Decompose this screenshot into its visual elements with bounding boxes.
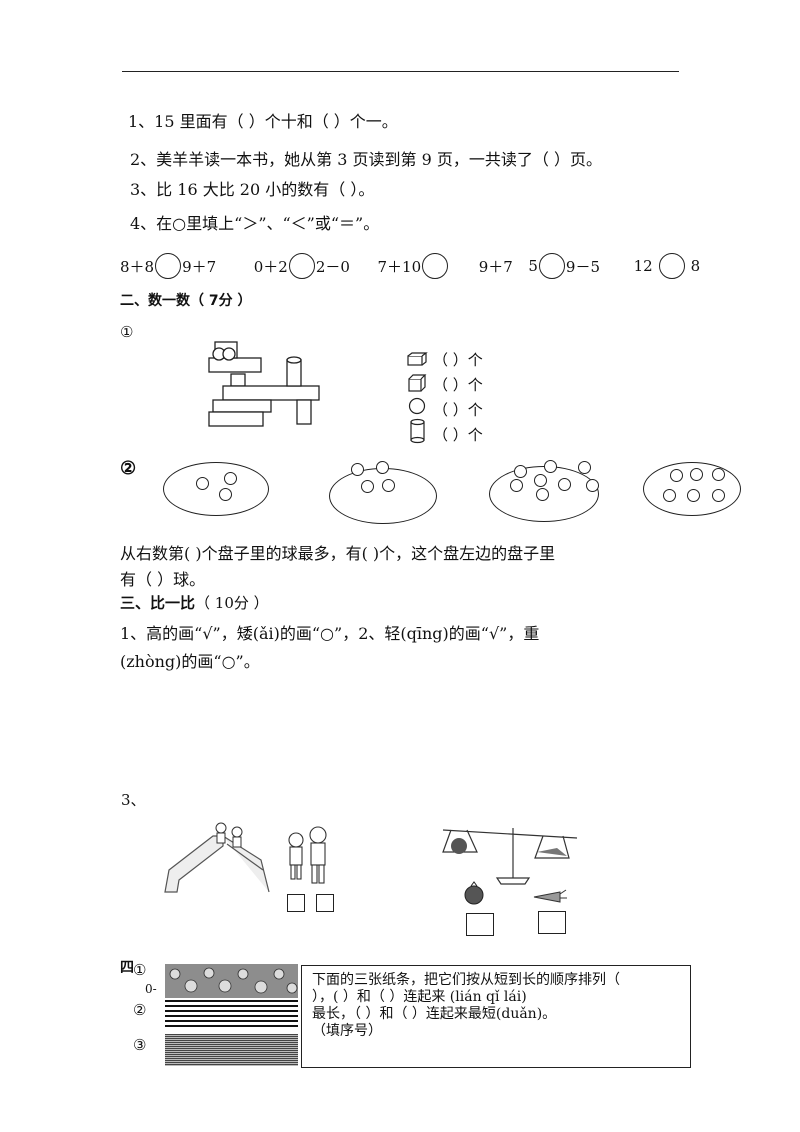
compare-left: 7＋10 [377, 257, 422, 276]
sphere-icon [408, 397, 426, 415]
ball [219, 488, 232, 501]
ball [544, 460, 557, 473]
answer-box[interactable] [316, 894, 334, 912]
section-3-title: 三、比一比 [120, 594, 196, 612]
compare-left: 5 [528, 257, 538, 275]
compare-row: 8＋8 9＋7 0＋2 2－0 7＋10 9＋7 5 9－5 12 8 [120, 253, 700, 279]
question-1: 1、15 里面有（ ）个十和（ ）个一。 [128, 112, 398, 131]
section-4-title: 四 [120, 960, 134, 976]
count-row: （ ）个 [433, 401, 483, 419]
ball [558, 478, 571, 491]
ball [382, 479, 395, 492]
ball [534, 474, 547, 487]
ball [196, 477, 209, 490]
count-row: （ ）个 [433, 426, 483, 444]
cylinder-icon [410, 418, 425, 444]
strip-mark: ③ [133, 1036, 147, 1054]
plate [643, 462, 741, 516]
section-3-heading: 三、比一比（ 10分 ） [120, 592, 269, 613]
strip-question-line-2: ），( ）和（ ）连起来 (lián qǐ lái) [312, 989, 527, 1005]
compare-right: 8 [690, 257, 701, 275]
compare-instruction-line-2: (zhòng)的画“○”。 [120, 652, 260, 671]
cube-icon [408, 374, 427, 392]
strip-question-line-3: 最长，（ ）和（ ）连起来最短(duǎn)。 [312, 1006, 557, 1022]
answer-box[interactable] [538, 911, 566, 934]
question-3: 3、比 16 大比 20 小的数有（ ）。 [130, 180, 375, 199]
count-row: （ ）个 [433, 351, 483, 369]
ball [712, 489, 725, 502]
compare-left: 0＋2 [253, 257, 288, 276]
ball [514, 465, 527, 478]
ball [224, 472, 237, 485]
cuboid-icon [407, 352, 428, 366]
ball [536, 488, 549, 501]
compare-right: 9＋7 [182, 257, 217, 276]
ball [712, 468, 725, 481]
answer-box[interactable] [287, 894, 305, 912]
section-2-title: 二、数一数（ 7分 ） [120, 293, 252, 309]
compare-left: 12 [633, 257, 653, 275]
ball [578, 461, 591, 474]
compare-left: 8＋8 [120, 257, 155, 276]
figure-mark-1: ① [120, 323, 134, 341]
plate-question-line-2: 有（ ）球。 [120, 570, 206, 589]
compare-circle[interactable] [288, 253, 315, 279]
compare-circle[interactable] [422, 253, 449, 279]
strip-mark: ① [133, 961, 147, 979]
carrot-icon [533, 889, 567, 903]
ball [670, 469, 683, 482]
paper-strip-dotted [165, 964, 298, 998]
compare-right: 9＋7 [478, 257, 513, 276]
ball [586, 479, 599, 492]
strip-question-line-4: （填序号） [312, 1023, 382, 1039]
ball [351, 463, 364, 476]
plate [489, 460, 599, 522]
header-rule [122, 71, 679, 72]
count-row: （ ）个 [433, 376, 483, 394]
ball [376, 461, 389, 474]
figure-mark-2: ② [120, 458, 137, 479]
strip-question-line-1: 下面的三张纸条，把它们按从短到长的顺序排列（ [312, 972, 620, 988]
ball [687, 489, 700, 502]
scale-illustration [442, 828, 578, 885]
ball [690, 468, 703, 481]
compare-right: 2－0 [315, 257, 350, 276]
paper-strip-gray [165, 1034, 298, 1066]
strip-mark: ② [133, 1001, 147, 1019]
plate-question-line-1: 从右数第( )个盘子里的球最多，有( )个，这个盘左边的盘子里 [120, 544, 556, 563]
question-3-label: 3、 [121, 791, 146, 809]
ball [361, 480, 374, 493]
strip-question-box: 下面的三张纸条，把它们按从短到长的顺序排列（ ），( ）和（ ）连起来 (liá… [301, 965, 691, 1068]
ball [663, 489, 676, 502]
ball [510, 479, 523, 492]
blocks-illustration [208, 341, 320, 427]
section-3-score: （ 10分 ） [195, 594, 269, 612]
question-2: 2、美羊羊读一本书，她从第 3 页读到第 9 页，一共读了（ ）页。 [130, 150, 602, 169]
slide-illustration [164, 822, 270, 893]
plate [163, 462, 269, 516]
paper-strip-lined [165, 1000, 298, 1030]
radish-icon [464, 881, 484, 905]
answer-box[interactable] [466, 913, 494, 936]
plate [329, 461, 437, 524]
compare-circle[interactable] [658, 253, 685, 279]
two-kids-illustration [288, 826, 327, 884]
question-4: 4、在○里填上“＞”、“＜”或“＝”。 [130, 214, 380, 233]
strip-left-text: 0- [145, 982, 157, 996]
compare-instruction-line-1: 1、高的画“√”，矮(ǎi)的画“○”，2、轻(qīng)的画“√”，重 [120, 624, 540, 643]
compare-circle[interactable] [538, 253, 565, 279]
compare-right: 9－5 [565, 257, 600, 276]
compare-circle[interactable] [155, 253, 182, 279]
